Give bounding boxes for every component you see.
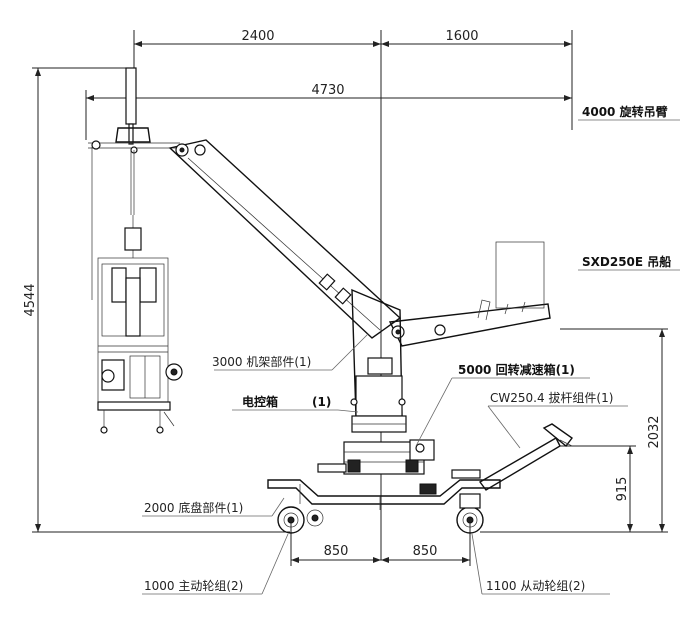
label-idle-wheel: 1100 从动轮组(2)	[486, 579, 585, 593]
label-frame: 3000 机架部件(1)	[212, 354, 311, 369]
dim-overall-height: 4544	[23, 283, 38, 316]
dim-wheel-right: 850	[413, 544, 438, 559]
label-chassis: 2000 底盘部件(1)	[144, 500, 243, 515]
dim-pivot-height: 2032	[647, 415, 662, 448]
drive-wheel	[277, 506, 324, 534]
dim-top-left: 2400	[241, 29, 274, 44]
part-labels: 4000 旋转吊臂 SXD250E 吊船 3000 机架部件(1) 电控箱 (1…	[144, 104, 671, 593]
rotating-arm	[168, 139, 551, 347]
dimension-lines	[32, 30, 668, 566]
label-control-box: 电控箱	[242, 394, 278, 409]
pull-lever	[478, 423, 573, 491]
label-cradle: SXD250E 吊船	[582, 254, 671, 269]
label-control-box-qty: (1)	[312, 395, 331, 409]
label-slew-gear: 5000 回转减速箱(1)	[458, 362, 575, 377]
gondola-cradle	[97, 215, 183, 434]
dim-handle-height: 915	[615, 477, 630, 502]
leader-lines	[142, 119, 680, 595]
label-lever: CW250.4 拔杆组件(1)	[490, 390, 613, 405]
dim-wheel-left: 850	[324, 544, 349, 559]
dim-top-right: 1600	[445, 29, 478, 44]
dim-overall-width: 4730	[311, 83, 344, 98]
chassis	[267, 479, 501, 510]
slew-gear	[317, 439, 481, 479]
main-column	[350, 288, 407, 433]
dimension-values: 2400 1600 4730 4544 2032 915 850 850	[23, 29, 662, 559]
top-post	[88, 67, 180, 300]
label-arm: 4000 旋转吊臂	[582, 104, 668, 119]
idle-wheel	[456, 493, 484, 534]
label-drive-wheel: 1000 主动轮组(2)	[144, 579, 243, 593]
